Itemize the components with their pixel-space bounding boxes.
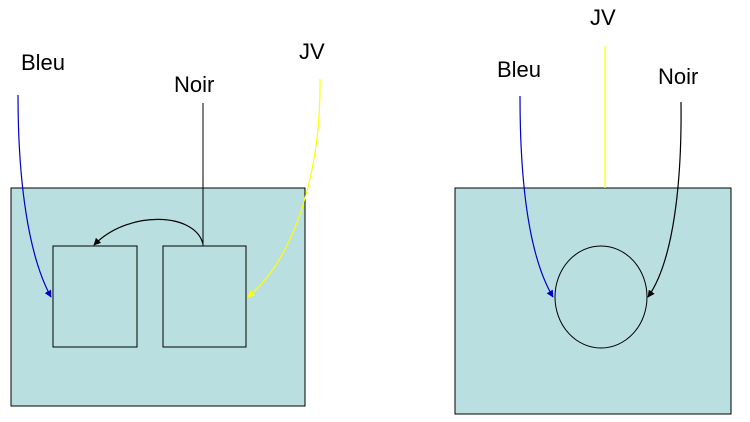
right-label-noir: Noir <box>658 64 698 89</box>
left-label-noir: Noir <box>174 72 214 97</box>
right-noir-arrow <box>647 101 682 298</box>
left-bleu-arrow <box>17 94 52 298</box>
left-diagram: Bleu Noir JV <box>10 39 325 407</box>
right-bleu-arrow <box>519 95 554 298</box>
left-square-left <box>52 245 138 348</box>
left-square-right <box>162 245 247 348</box>
right-label-jv: JV <box>590 5 616 30</box>
left-label-bleu: Bleu <box>21 50 65 75</box>
left-jv-arrow <box>247 78 321 298</box>
left-swap-arrow <box>93 218 204 246</box>
right-diagram: Bleu Noir JV <box>454 5 732 415</box>
left-label-jv: JV <box>299 39 325 64</box>
right-label-bleu: Bleu <box>497 57 541 82</box>
right-circle <box>554 245 648 349</box>
